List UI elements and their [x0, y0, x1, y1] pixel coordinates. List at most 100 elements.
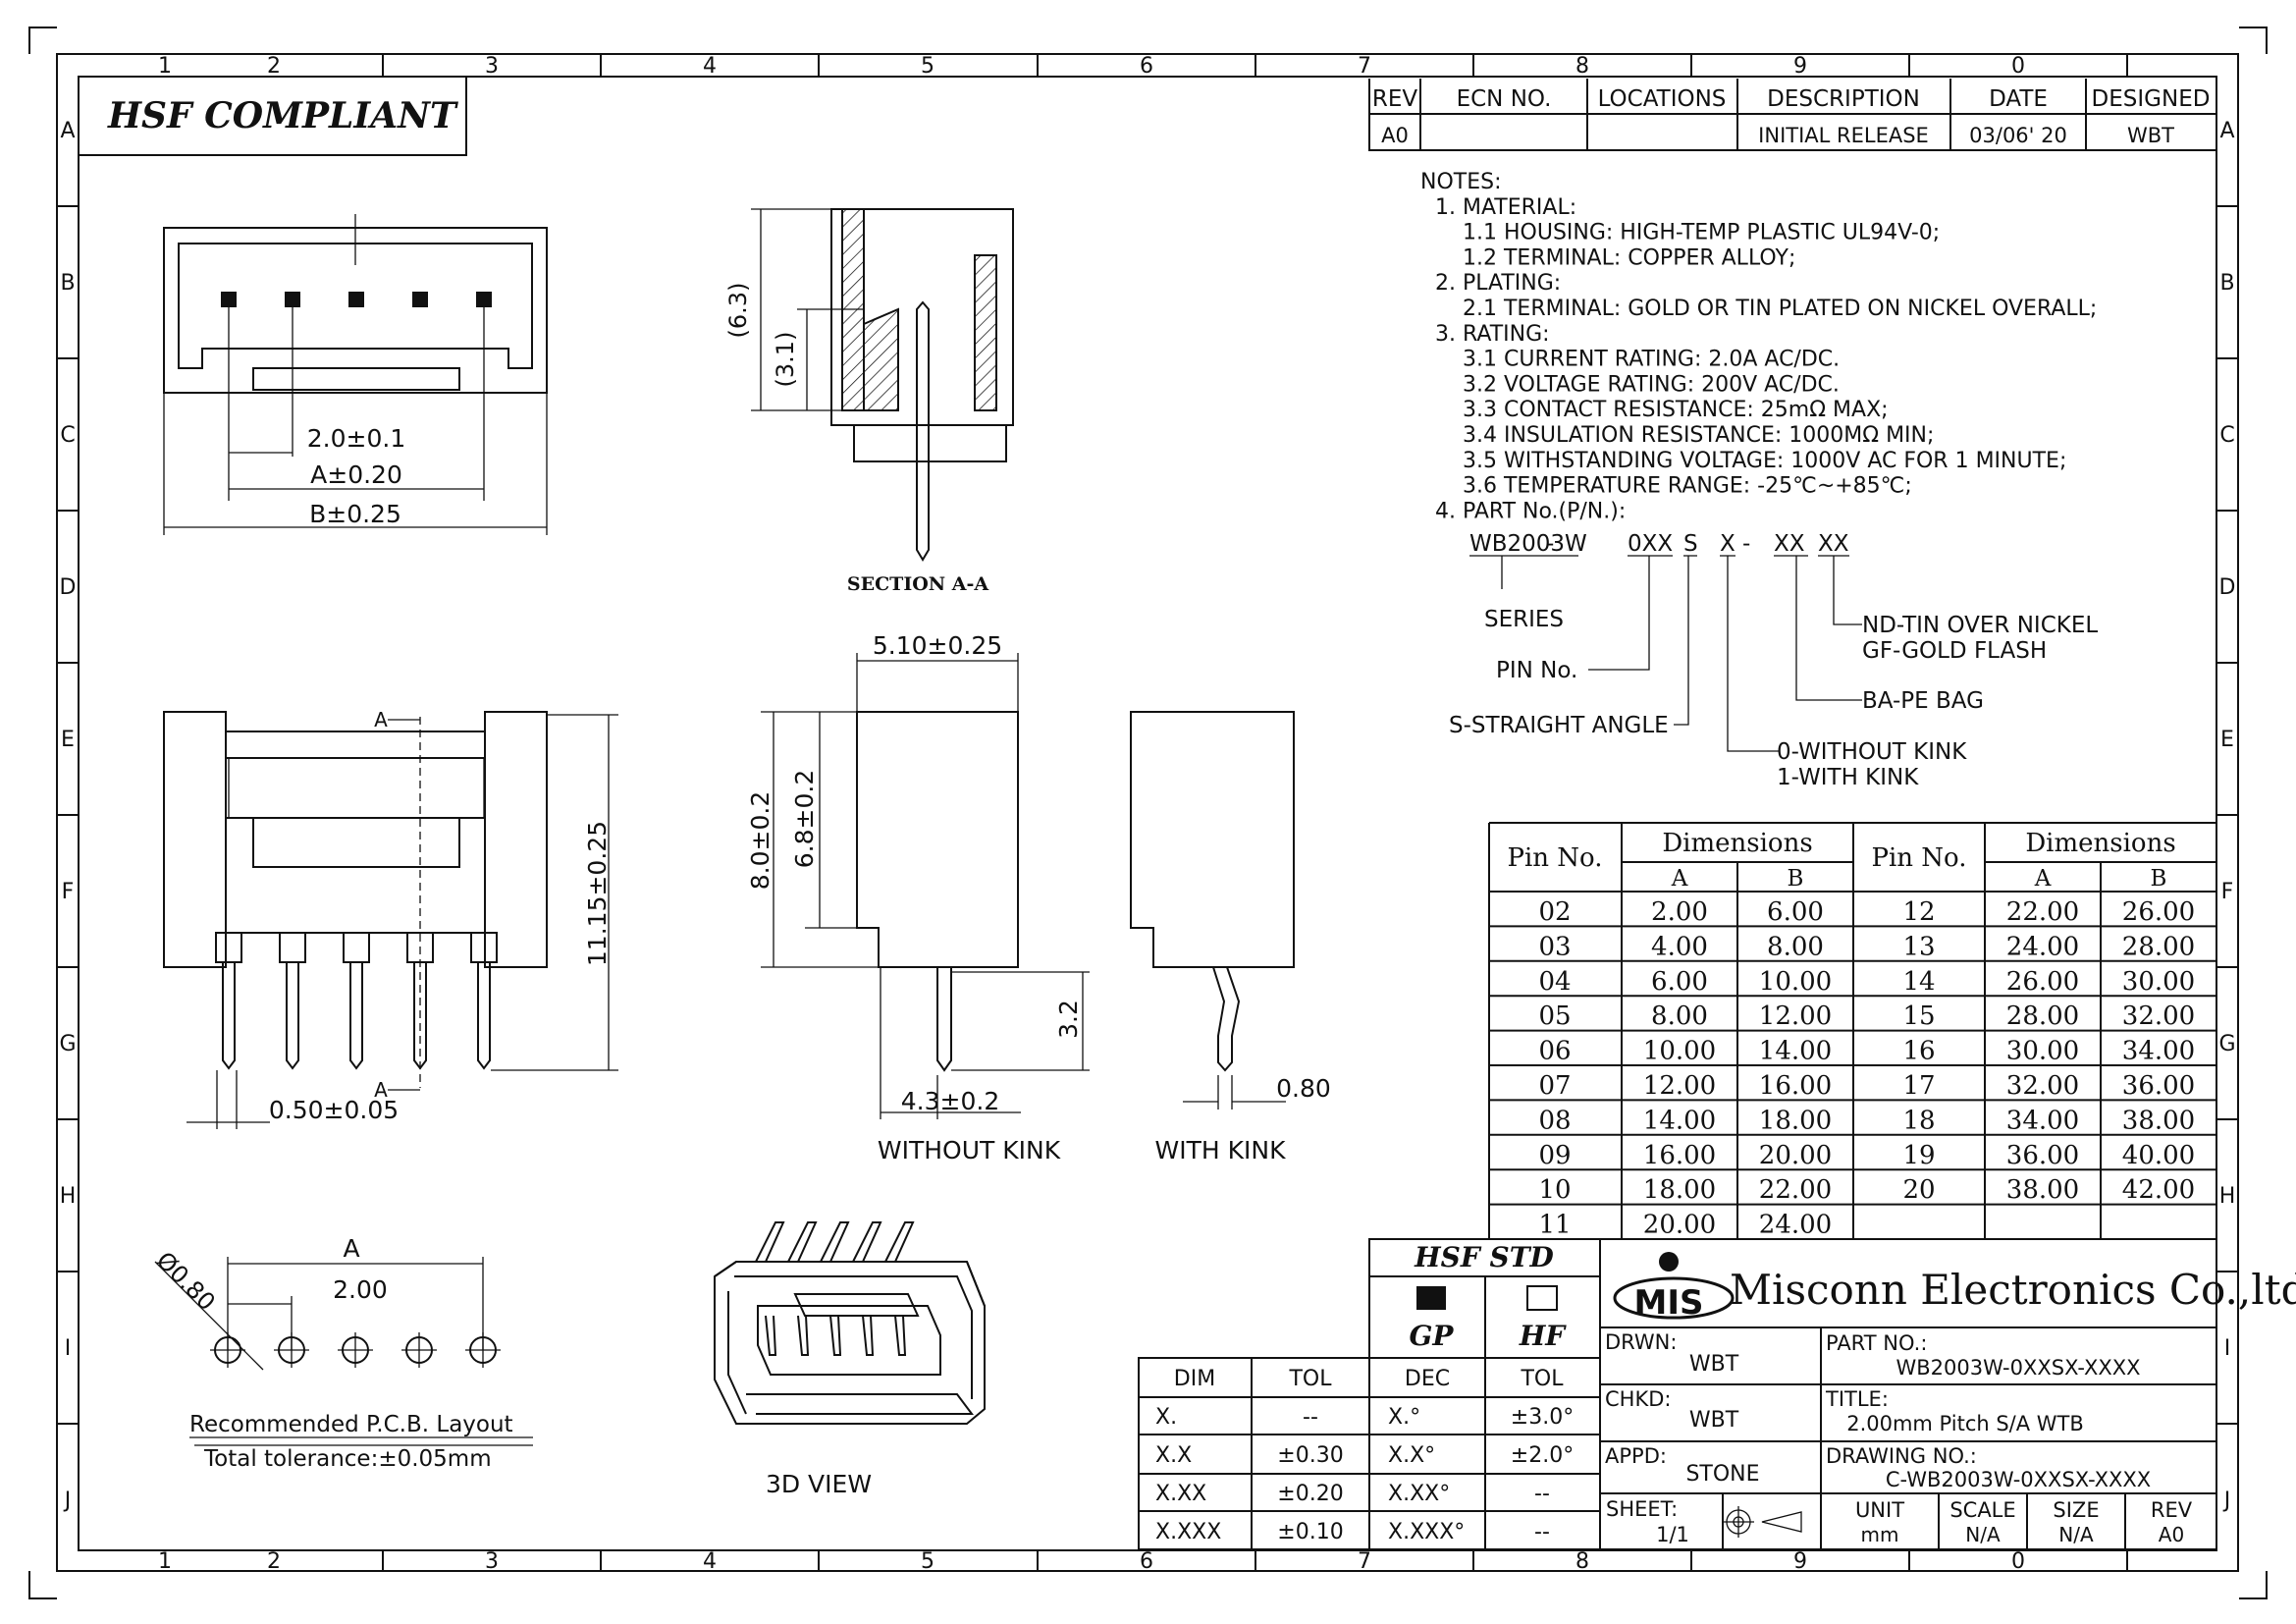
note-line-3: 1.2 TERMINAL: COPPER ALLOY;	[1463, 245, 1795, 270]
front-pin-4	[477, 962, 491, 1070]
note-line-11: 3.5 WITHSTANDING VOLTAGE: 1000V AC FOR 1…	[1463, 449, 2066, 473]
3d-pin-top-2	[820, 1221, 850, 1263]
front-pin-base-4	[470, 932, 498, 963]
dim-right-b-20: 42.00	[2122, 1175, 2195, 1205]
zone-col-0-bottom: 0	[2011, 1549, 2025, 1574]
dim-left-pin-08: 08	[1538, 1106, 1571, 1135]
zone-col-2-bottom: 2	[267, 1549, 281, 1574]
rev-cell-0: A0	[1381, 124, 1409, 147]
gp-filled-icon	[1416, 1286, 1446, 1310]
appd-label: APPD:	[1605, 1444, 1667, 1468]
dim-right-a-20: 38.00	[2006, 1175, 2079, 1205]
dim-right-b-15: 32.00	[2122, 1001, 2195, 1031]
zone-row-F-left: F	[62, 880, 75, 904]
note-line-2: 1.1 HOUSING: HIGH-TEMP PLASTIC UL94V-0;	[1463, 221, 1940, 245]
rev-header-5: DESIGNED	[2092, 86, 2211, 112]
tol-cell-0-3: ±3.0°	[1511, 1405, 1574, 1430]
logo-swoosh-icon	[1613, 1276, 1735, 1320]
dim-left-a-05: 8.00	[1651, 1001, 1708, 1031]
dim-left-pin-06: 06	[1538, 1037, 1571, 1066]
dim-right-pin-19: 19	[1902, 1141, 1935, 1170]
zone-col-2-top: 2	[267, 54, 281, 79]
top-pitch-dim: 2.0±0.1	[307, 424, 405, 453]
front-pin-base-0	[215, 932, 242, 963]
tol-cell-2-2: X.XX°	[1388, 1482, 1450, 1506]
dim-col-a-right: A	[2034, 866, 2052, 892]
zone-row-A-left: A	[60, 119, 75, 143]
dim-left-pin-09: 09	[1538, 1141, 1571, 1170]
zone-row-J-left: J	[63, 1489, 72, 1513]
side-width-dim: 5.10±0.25	[873, 631, 1002, 660]
unit-label: UNIT	[1855, 1498, 1904, 1522]
tol-cell-2-0: X.XX	[1155, 1482, 1206, 1506]
note-line-9: 3.3 CONTACT RESISTANCE: 25mΩ MAX;	[1463, 398, 1889, 422]
tol-header-1: TOL	[1288, 1367, 1332, 1391]
side-view-without-kink: 5.10±0.25 8.0±0.2 6.8±0.2 3.2 4.3±0.2 WI…	[746, 631, 1090, 1164]
section-h1-dim: (6.3)	[724, 283, 752, 339]
size-label: SIZE	[2053, 1498, 2099, 1522]
zone-row-C-left: C	[60, 423, 75, 448]
3d-pin-inner-1	[797, 1315, 810, 1356]
dim-right-pin-13: 13	[1902, 932, 1935, 961]
pn-segment-4: X	[1720, 531, 1735, 557]
note-line-13: 4. PART No.(P/N.):	[1435, 499, 1626, 523]
dim-right-a-19: 36.00	[2006, 1141, 2079, 1170]
dim-right-b-17: 36.00	[2122, 1071, 2195, 1101]
tol-cell-1-2: X.X°	[1388, 1443, 1435, 1468]
tol-cell-1-1: ±0.30	[1277, 1443, 1343, 1468]
section-h2-dim: (3.1)	[772, 332, 799, 388]
dim-right-pin-16: 16	[1902, 1037, 1935, 1066]
zone-col-8-bottom: 8	[1575, 1549, 1589, 1574]
front-pin-base-2	[343, 932, 370, 963]
pn-plating2-label: GF-GOLD FLASH	[1862, 638, 2047, 664]
rev-header-3: DESCRIPTION	[1767, 86, 1920, 112]
title-value: 2.00mm Pitch S/A WTB	[1846, 1412, 2084, 1435]
front-pin-0	[222, 962, 236, 1070]
dim-left-b-07: 16.00	[1759, 1071, 1832, 1101]
tol-cell-3-3: --	[1534, 1520, 1550, 1544]
pcb-title: Recommended P.C.B. Layout	[189, 1412, 513, 1437]
tol-header-3: TOL	[1520, 1367, 1564, 1391]
dim-left-a-11: 20.00	[1643, 1211, 1716, 1240]
dim-right-pin-20: 20	[1902, 1175, 1935, 1205]
dim-right-a-12: 22.00	[2006, 897, 2079, 927]
3d-view: 3D VIEW	[714, 1221, 986, 1498]
dim-left-pin-04: 04	[1538, 967, 1571, 997]
tol-cell-1-3: ±2.0°	[1511, 1443, 1574, 1468]
note-line-4: 2. PLATING:	[1435, 271, 1561, 296]
dim-left-b-04: 10.00	[1759, 967, 1832, 997]
tol-cell-0-2: X.°	[1388, 1405, 1420, 1430]
pn-kink0-label: 0-WITHOUT KINK	[1777, 739, 1967, 765]
zone-row-E-left: E	[61, 728, 75, 752]
hsf-compliant-box	[78, 76, 467, 156]
with-kink-label: WITH KINK	[1155, 1136, 1287, 1164]
top-view: 2.0±0.1 A±0.20 B±0.25	[163, 214, 548, 535]
zone-col-1-top: 1	[158, 54, 172, 79]
dim-right-pin-17: 17	[1902, 1071, 1935, 1101]
note-line-1: 1. MATERIAL:	[1435, 195, 1576, 220]
dim-right-a-13: 24.00	[2006, 932, 2079, 961]
dim-left-pin-03: 03	[1538, 932, 1571, 961]
outer-frame	[56, 53, 2239, 1572]
dim-left-b-05: 12.00	[1759, 1001, 1832, 1031]
dim-left-pin-07: 07	[1538, 1071, 1571, 1101]
dim-left-b-11: 24.00	[1759, 1211, 1832, 1240]
hsf-std-title: HSF STD	[1414, 1241, 1554, 1273]
front-pin-base-3	[406, 932, 434, 963]
dim-left-b-03: 8.00	[1767, 932, 1824, 961]
hsf-std-box: HSF STD GP HF	[1368, 1238, 1601, 1359]
zone-row-D-left: D	[60, 575, 77, 600]
zone-col-6-top: 6	[1140, 54, 1153, 79]
dim-left-a-10: 18.00	[1643, 1175, 1716, 1205]
zone-row-H-right: H	[2219, 1184, 2236, 1209]
3d-pin-top-3	[852, 1221, 882, 1263]
side-h2-dim: 6.8±0.2	[790, 770, 819, 868]
dim-right-pin-15: 15	[1902, 1001, 1935, 1031]
dim-left-pin-02: 02	[1538, 897, 1571, 927]
sheet-value: 1/1	[1656, 1523, 1689, 1546]
pcb-pitch-dim: 2.00	[333, 1275, 388, 1304]
